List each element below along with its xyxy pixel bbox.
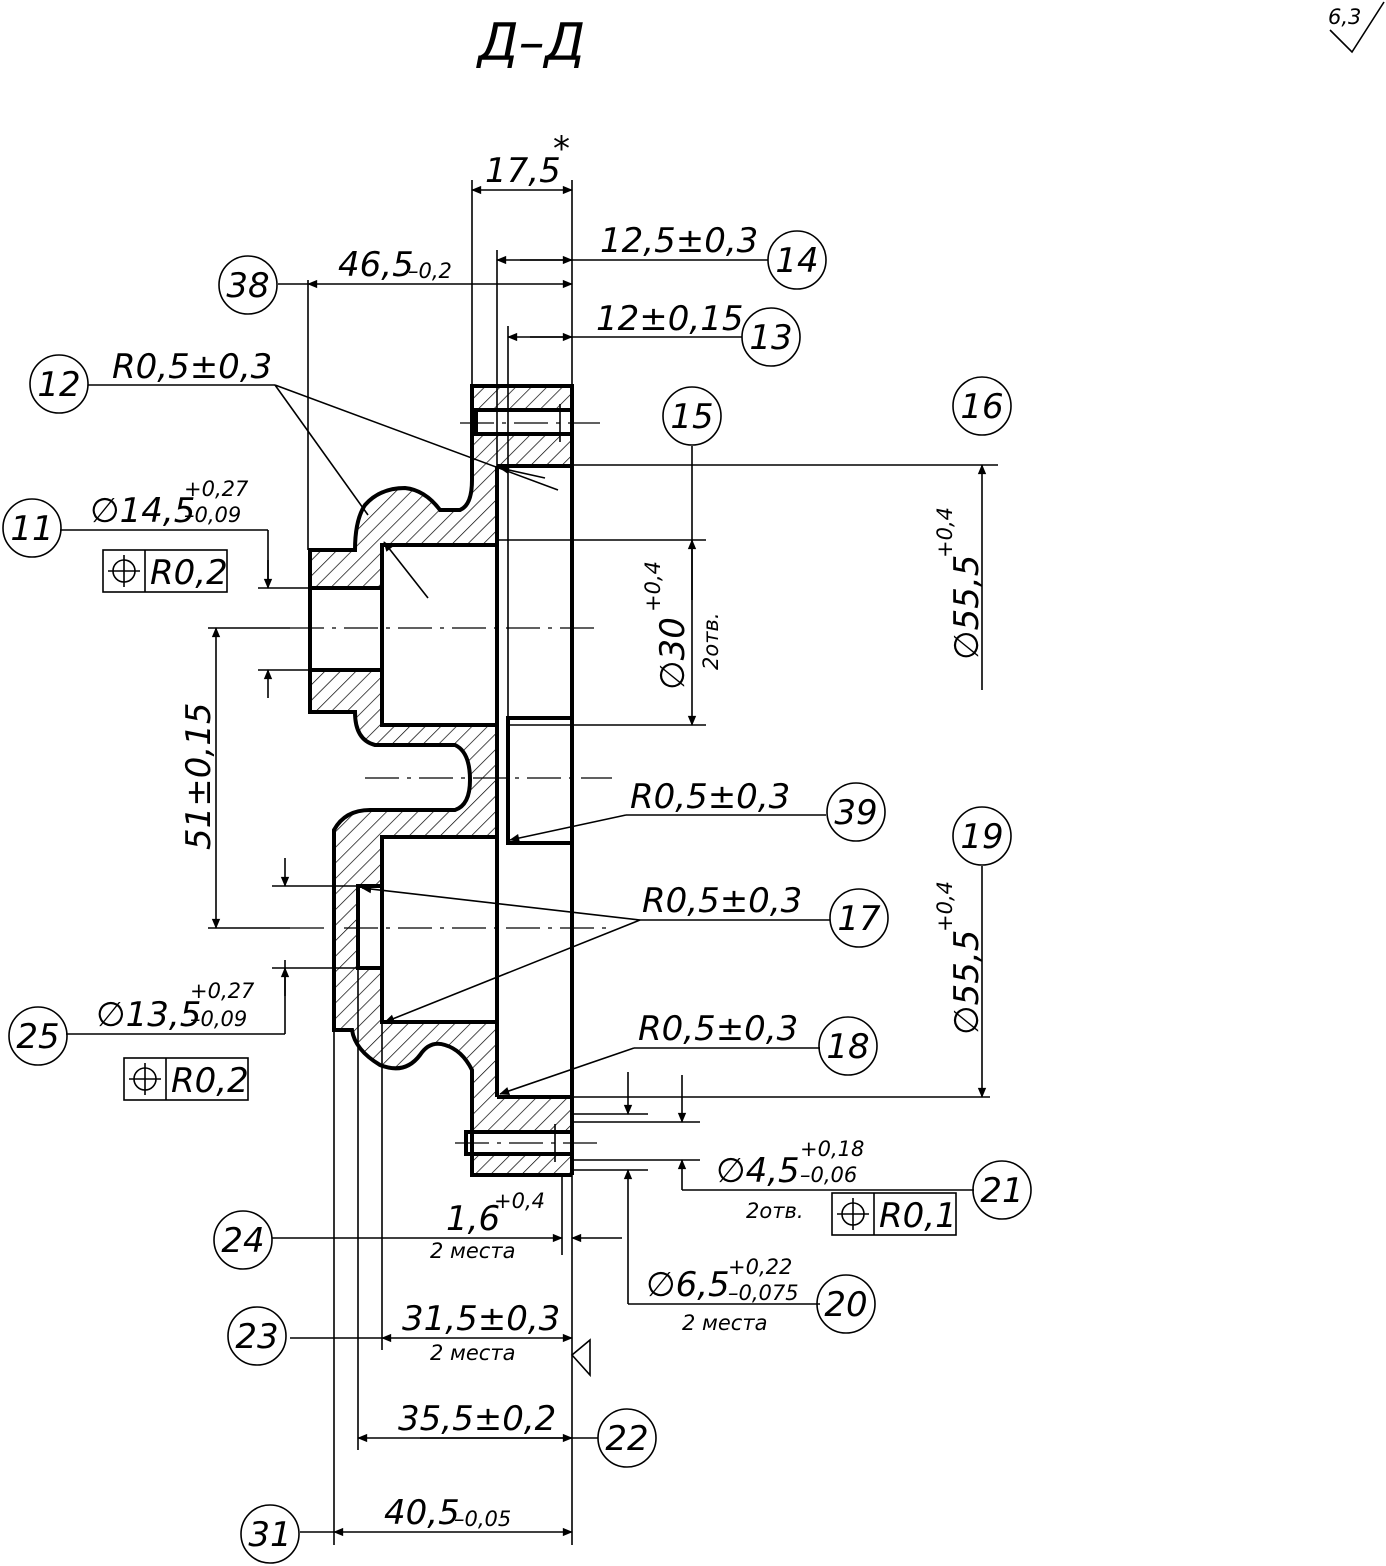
svg-text:11: 11 (10, 509, 53, 549)
callout-13: 13 (741, 307, 801, 367)
frame-value-11: R0,2 (150, 553, 228, 593)
callout-bubbles: 38 14 13 12 15 16 11 39 19 17 25 18 21 2… (2, 230, 1032, 1564)
svg-text:14: 14 (775, 241, 818, 281)
dim-21-tol-lower: –0,06 (800, 1163, 857, 1187)
dim-17-5-mark: * (553, 129, 570, 169)
dim-38: 46,5 (338, 245, 414, 285)
dim-19-tol: +0,4 (933, 881, 957, 932)
dim-39: R0,5±0,3 (630, 777, 790, 817)
dim-21-tol-upper: +0,18 (800, 1137, 864, 1161)
dim-20-tol-upper: +0,22 (728, 1255, 792, 1279)
center-lines (290, 422, 612, 1144)
svg-text:25: 25 (16, 1017, 59, 1057)
dim-24-note: 2 места (430, 1239, 515, 1263)
svg-text:23: 23 (235, 1317, 278, 1357)
svg-text:16: 16 (960, 387, 1003, 427)
svg-text:24: 24 (221, 1221, 264, 1261)
tolerance-frame-25: R0,2 (123, 1057, 249, 1101)
section-title: Д–Д (476, 13, 585, 73)
dim-31: 40,5 (384, 1493, 460, 1533)
dim-12: R0,5±0,3 (112, 347, 272, 387)
dim-16-tol: +0,4 (933, 507, 957, 558)
callout-18: 18 (818, 1016, 878, 1076)
svg-text:15: 15 (670, 397, 713, 437)
dim-17-5: 17,5 (485, 151, 561, 191)
dim-15: ∅30 (653, 617, 693, 690)
callout-14: 14 (767, 230, 827, 290)
tolerance-frame-11: R0,2 (102, 549, 228, 593)
roughness-value: 6,3 (1328, 5, 1361, 29)
callout-39: 39 (826, 782, 886, 842)
svg-text:13: 13 (749, 318, 792, 358)
svg-text:12: 12 (37, 365, 80, 405)
svg-text:18: 18 (826, 1027, 869, 1067)
callout-19: 19 (952, 806, 1012, 866)
callout-11: 11 (2, 498, 62, 558)
callout-21: 21 (972, 1160, 1032, 1220)
dim-11-tol-lower: –0,09 (184, 503, 241, 527)
dim-18: R0,5±0,3 (638, 1009, 798, 1049)
dim-16: ∅55,5 (947, 555, 987, 660)
dimension-lines (60, 180, 998, 1545)
dim-20-tol-lower: –0,075 (728, 1281, 799, 1305)
callout-24: 24 (213, 1210, 273, 1270)
callout-38: 38 (218, 255, 278, 315)
frame-value-25: R0,2 (171, 1061, 249, 1101)
dim-13: 12±0,15 (596, 299, 743, 339)
dim-15-note: 2отв. (699, 613, 723, 671)
dim-11-tol-upper: +0,27 (184, 477, 249, 501)
dim-38-tol: –0,2 (408, 259, 452, 283)
callout-25: 25 (8, 1006, 68, 1066)
dim-11: ∅14,5 (90, 491, 195, 531)
svg-text:19: 19 (960, 817, 1003, 857)
dim-51: 51±0,15 (179, 703, 219, 850)
leader-lines (88, 384, 830, 1095)
dim-14: 12,5±0,3 (600, 221, 758, 261)
dim-20: ∅6,5 (646, 1265, 730, 1305)
callout-16: 16 (952, 376, 1012, 436)
svg-text:38: 38 (226, 266, 269, 306)
callout-20: 20 (816, 1274, 876, 1334)
dim-17: R0,5±0,3 (642, 881, 802, 921)
dimension-texts: 17,5 * 12,5±0,3 46,5 –0,2 12±0,15 R0,5±0… (90, 129, 987, 1533)
callout-22: 22 (597, 1408, 657, 1468)
dim-24-tol: +0,4 (494, 1189, 545, 1213)
dim-20-note: 2 места (682, 1311, 767, 1335)
dim-23-note: 2 места (430, 1341, 515, 1365)
callout-31: 31 (240, 1504, 300, 1564)
tolerance-frame-21: R0,1 (831, 1192, 957, 1236)
dim-31-tol: –0,05 (454, 1507, 511, 1531)
frame-value-21: R0,1 (879, 1196, 957, 1236)
svg-text:21: 21 (980, 1171, 1023, 1211)
roughness-symbol: 6,3 (1328, 1, 1385, 54)
dim-25: ∅13,5 (96, 995, 201, 1035)
dim-24: 1,6 (446, 1199, 500, 1239)
callout-12: 12 (29, 354, 89, 414)
dim-21-note: 2отв. (746, 1199, 804, 1223)
callout-15: 15 (662, 386, 722, 446)
svg-text:20: 20 (824, 1285, 867, 1325)
dim-19: ∅55,5 (947, 930, 987, 1035)
dim-25-tol-upper: +0,27 (190, 979, 255, 1003)
dim-23: 31,5±0,3 (402, 1299, 560, 1339)
dim-15-tol: +0,4 (641, 561, 665, 612)
callout-23: 23 (227, 1306, 287, 1366)
svg-text:22: 22 (605, 1419, 648, 1459)
callout-17: 17 (829, 888, 889, 948)
dim-22: 35,5±0,2 (398, 1399, 556, 1439)
dim-21: ∅4,5 (716, 1151, 800, 1191)
dim-25-tol-lower: –0,09 (190, 1007, 247, 1031)
svg-text:17: 17 (837, 899, 881, 939)
svg-text:39: 39 (834, 793, 877, 833)
svg-text:31: 31 (248, 1515, 291, 1555)
part-section (308, 384, 574, 1177)
